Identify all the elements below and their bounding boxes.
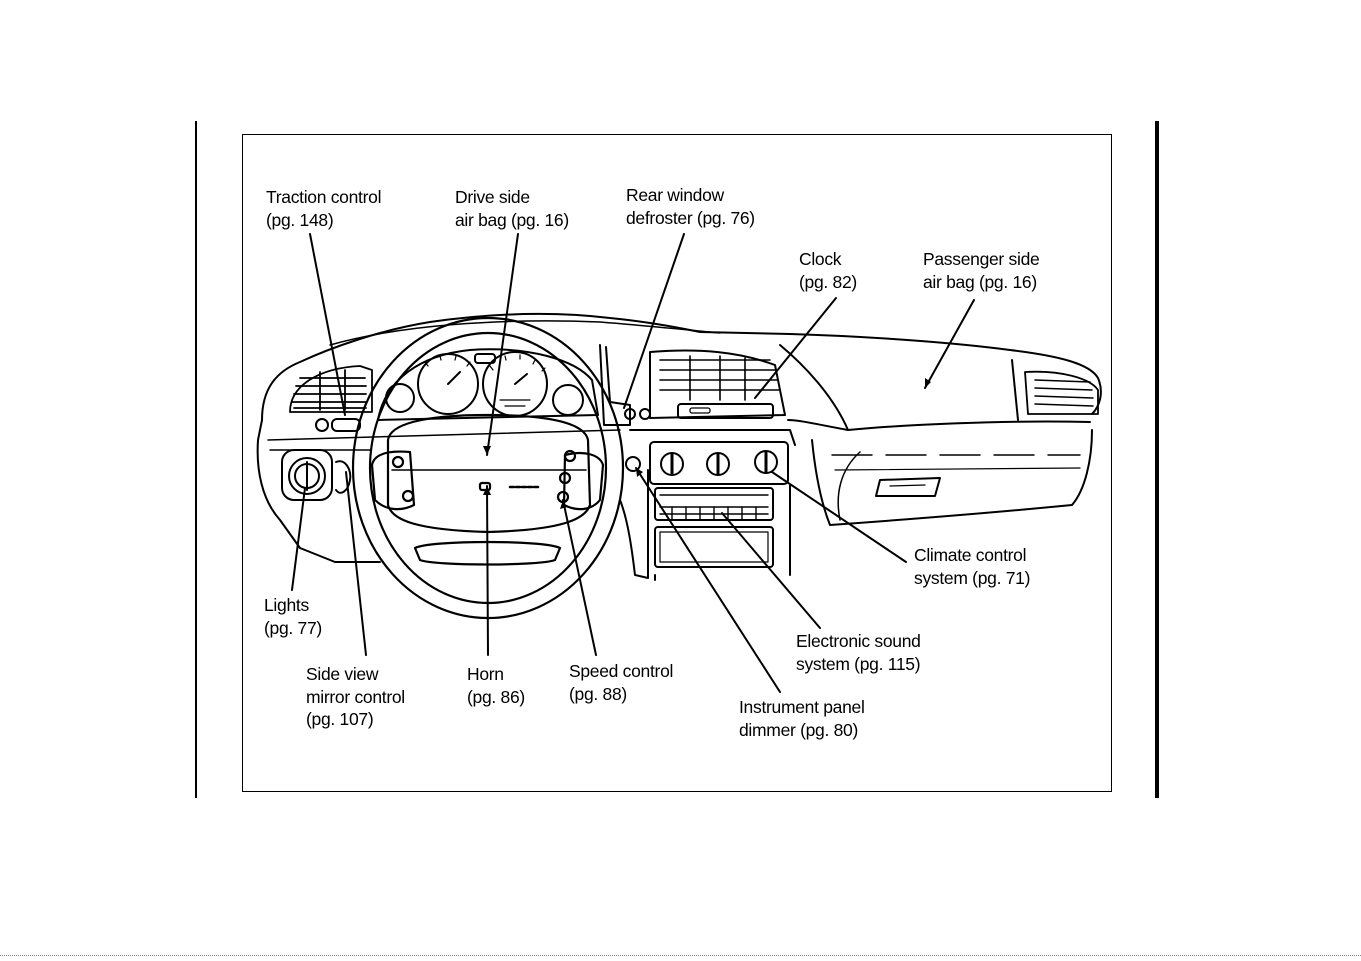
callout-horn: Horn (pg. 86): [467, 663, 525, 708]
dash-upper-edge: [329, 320, 721, 346]
callout-line: air bag (pg. 16): [923, 271, 1037, 292]
callout-line: mirror control: [306, 686, 405, 707]
leader-clock: [754, 297, 837, 399]
climate-panel: [649, 441, 789, 485]
center-stack: [599, 344, 796, 581]
leader-climate: [771, 471, 907, 563]
callout-passenger-airbag: Passenger side air bag (pg. 16): [923, 248, 1040, 293]
callout-line: Clock: [799, 249, 842, 269]
traction-button: [315, 418, 329, 432]
left-margin-rule: [195, 121, 197, 798]
right-vent: [1024, 370, 1099, 415]
leader-passenger-airbag: [924, 299, 975, 389]
wheel-lower-spoke: [413, 540, 562, 566]
callout-line: Lights: [264, 595, 309, 615]
glovebox-handle: [875, 477, 941, 497]
callout-side-mirror: Side view mirror control (pg. 107): [306, 663, 405, 731]
callout-line: Electronic sound: [796, 631, 921, 651]
callout-line: Drive side: [455, 187, 530, 207]
right-margin-rule: [1155, 121, 1159, 798]
callout-line: Climate control: [914, 545, 1027, 565]
callout-traction-control: Traction control (pg. 148): [266, 186, 381, 231]
leader-speed-control: [562, 499, 597, 656]
lights-switch: [281, 449, 352, 501]
callout-line: Traction control: [266, 187, 382, 207]
callout-line: system (pg. 115): [796, 653, 921, 674]
callout-line: Side view: [306, 664, 379, 684]
airbag-hub: [386, 413, 592, 534]
traction-switch: [331, 418, 361, 432]
callout-line: (pg. 148): [266, 209, 334, 230]
callout-sound-system: Electronic sound system (pg. 115): [796, 630, 921, 675]
callout-rear-defroster: Rear window defroster (pg. 76): [626, 184, 755, 229]
callout-line: Horn: [467, 664, 504, 684]
callout-line: Speed control: [569, 661, 674, 681]
callout-line: Passenger side: [923, 249, 1040, 269]
callout-climate-control: Climate control system (pg. 71): [914, 544, 1030, 589]
callout-line: dimmer (pg. 80): [739, 719, 859, 740]
storage-bin: [654, 526, 774, 568]
callout-dimmer: Instrument panel dimmer (pg. 80): [739, 696, 865, 741]
callout-line: air bag (pg. 16): [455, 209, 569, 230]
page-bottom-edge: [0, 955, 1361, 956]
wheel-right-spoke: [562, 451, 605, 511]
callout-line: (pg. 77): [264, 617, 322, 638]
callout-line: Rear window: [626, 185, 724, 205]
wheel-left-spoke: [370, 450, 416, 511]
dash-left-shelf: [267, 429, 621, 441]
callout-line: system (pg. 71): [914, 567, 1031, 588]
callout-line: defroster (pg. 76): [626, 207, 755, 228]
passenger-dash: [779, 344, 1099, 526]
callout-line: (pg. 88): [569, 683, 627, 704]
callout-drive-airbag: Drive side air bag (pg. 16): [455, 186, 569, 231]
callout-line: (pg. 86): [467, 686, 525, 707]
dash-top-outline: [261, 312, 1102, 421]
arrowheads: [483, 378, 931, 509]
callout-clock: Clock (pg. 82): [799, 248, 857, 293]
callout-lights: Lights (pg. 77): [264, 594, 322, 639]
callout-line: (pg. 107): [306, 709, 374, 729]
dash-left-lower: [256, 419, 381, 563]
leader-sound: [721, 512, 821, 629]
leader-lights: [291, 487, 306, 591]
left-vent: [289, 365, 373, 413]
callout-line: (pg. 82): [799, 271, 857, 292]
leader-dimmer: [635, 467, 781, 693]
instrument-cluster: [377, 348, 599, 421]
leader-side-mirror: [345, 471, 367, 656]
figure-frame: [242, 134, 1112, 792]
leader-lines: [291, 233, 975, 693]
leader-horn: [486, 485, 489, 656]
leader-traction: [309, 233, 346, 416]
leader-defroster: [623, 233, 685, 409]
callout-speed-control: Speed control (pg. 88): [569, 660, 673, 705]
callout-line: Instrument panel: [739, 697, 865, 717]
leader-drive-airbag: [486, 233, 519, 456]
